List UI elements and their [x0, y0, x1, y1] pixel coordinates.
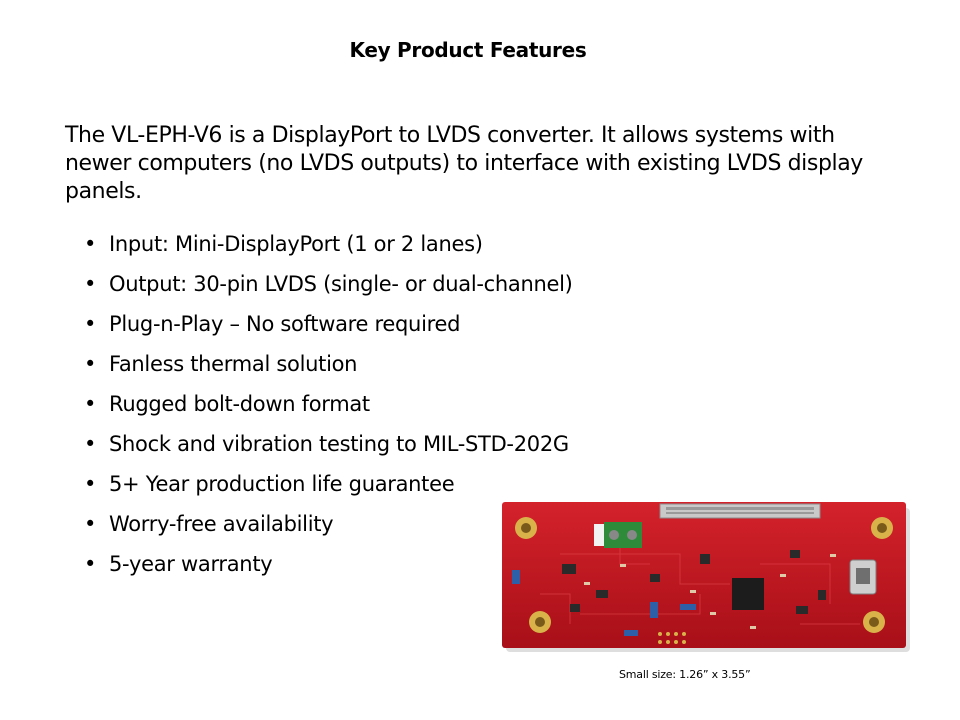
bullet-icon: • — [84, 272, 97, 296]
bullet-icon: • — [84, 392, 97, 416]
feature-item: • Output: 30-pin LVDS (single- or dual-ch… — [84, 270, 573, 310]
feature-item: • Input: Mini-DisplayPort (1 or 2 lanes) — [84, 230, 573, 270]
bullet-icon: • — [84, 432, 97, 456]
bullet-icon: • — [84, 512, 97, 536]
circuit-board-picture — [502, 502, 910, 652]
bullet-icon: • — [84, 312, 97, 336]
bullet-icon: • — [84, 552, 97, 576]
feature-item: • Plug-n-Play – No software required — [84, 310, 573, 350]
feature-text: 5+ Year production life guarantee — [109, 472, 455, 496]
feature-text: 5-year warranty — [109, 552, 273, 576]
feature-text: Shock and vibration testing to MIL-STD-2… — [109, 432, 569, 456]
feature-text: Fanless thermal solution — [109, 352, 358, 376]
feature-text: Worry-free availability — [109, 512, 334, 536]
jumpers — [512, 570, 696, 636]
bullet-icon: • — [84, 232, 97, 256]
intro-paragraph: The VL-EPH-V6 is a DisplayPort to LVDS c… — [65, 123, 863, 204]
feature-text: Rugged bolt-down format — [109, 392, 370, 416]
pcb-board — [502, 502, 906, 648]
bullet-icon: • — [84, 472, 97, 496]
feature-text: Plug-n-Play – No software required — [109, 312, 461, 336]
slide-title: Key Product Features — [349, 38, 587, 62]
feature-item: • 5-year warranty — [84, 550, 573, 590]
feature-text: Input: Mini-DisplayPort (1 or 2 lanes) — [109, 232, 483, 256]
feature-item: • 5+ Year production life guarantee — [84, 470, 573, 510]
image-caption: Small size: 1.26” x 3.55” — [619, 668, 751, 681]
feature-item: • Rugged bolt-down format — [84, 390, 573, 430]
lvds-connector — [659, 503, 821, 519]
mounting-holes — [515, 517, 893, 633]
feature-list: •Input: Mini-DisplayPort (1 or 2 lanes) … — [84, 230, 573, 590]
bullet-icon: • — [84, 352, 97, 376]
product-board-image — [500, 494, 912, 654]
main-chip — [732, 578, 764, 610]
feature-text: Output: 30-pin LVDS (single- or dual-cha… — [109, 272, 573, 296]
feature-item: • Shock and vibration testing to MIL-STD-… — [84, 430, 573, 470]
feature-item: • Worry-free availability — [84, 510, 573, 550]
feature-item: • Fanless thermal solution — [84, 350, 573, 390]
